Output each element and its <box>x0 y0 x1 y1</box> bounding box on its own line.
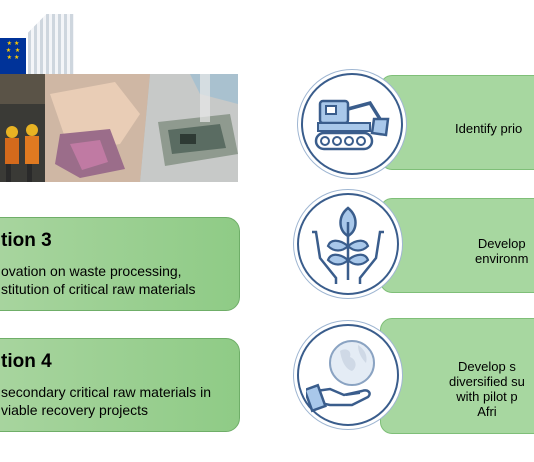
action-4-description: secondary critical raw materials in viab… <box>1 384 212 418</box>
raw-materials-photo <box>0 74 238 182</box>
action-3-description: ovation on waste processing, stitution o… <box>1 263 196 297</box>
objective-2-text: Develop environm <box>475 236 529 266</box>
action-4-title: tion 4 <box>1 351 52 372</box>
objective-3-box: Develop s diversified su with pilot p Af… <box>380 318 534 434</box>
action-4-box: tion 4 secondary critical raw materials … <box>0 338 240 432</box>
objective-2-icon-circle <box>297 193 399 295</box>
plant-hands-icon <box>312 206 384 284</box>
action-3-box: tion 3 ovation on waste processing, stit… <box>0 217 240 311</box>
objective-2-box: Develop environm <box>380 198 534 293</box>
eu-stars-icon: ★ ★★ ★★ ★ <box>5 40 21 61</box>
objective-1-text: Identify prio <box>455 121 523 136</box>
objective-3-icon-circle <box>297 324 399 426</box>
eu-building-graphic <box>28 14 74 76</box>
excavator-icon <box>314 99 390 151</box>
eu-flag-icon <box>0 38 26 74</box>
hand-globe-icon <box>306 340 375 413</box>
objective-1-icon-circle <box>301 73 403 175</box>
objective-1-box: Identify prio <box>380 75 534 170</box>
objective-3-text: Develop s diversified su with pilot p Af… <box>449 359 525 419</box>
action-3-title: tion 3 <box>1 230 52 251</box>
